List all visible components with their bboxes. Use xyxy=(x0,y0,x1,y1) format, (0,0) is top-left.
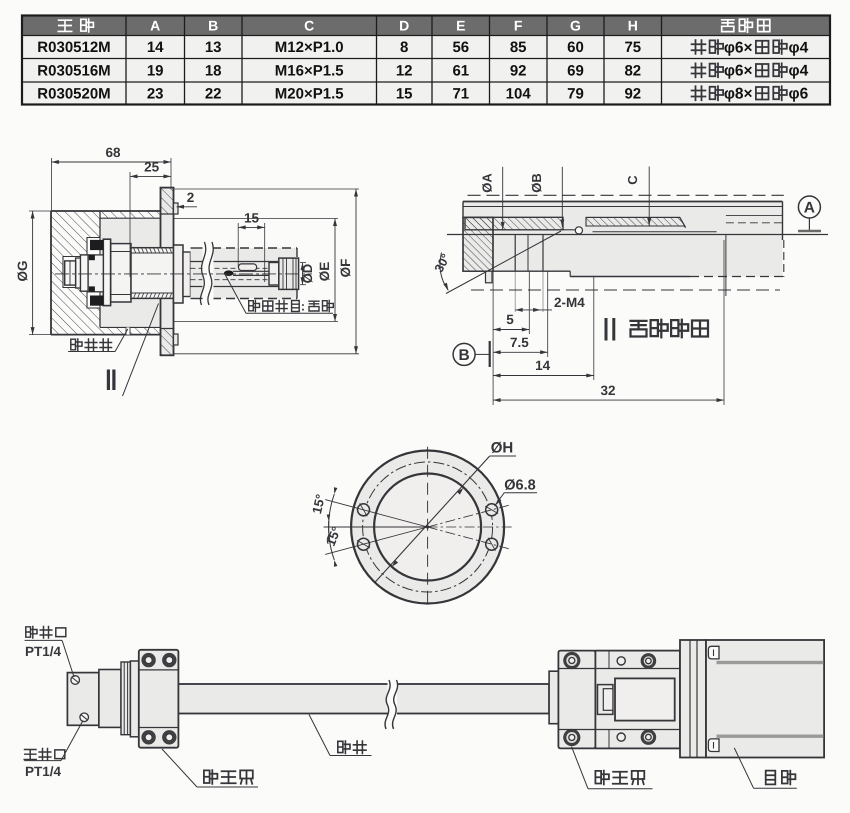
svg-text:ØF: ØF xyxy=(338,259,353,278)
svg-text:2: 2 xyxy=(187,190,195,205)
svg-text:D: D xyxy=(399,18,409,34)
svg-text:61: 61 xyxy=(452,63,469,80)
svg-text:B: B xyxy=(458,347,469,364)
svg-text:C: C xyxy=(304,18,314,34)
svg-text:25: 25 xyxy=(144,160,160,175)
svg-text:G: G xyxy=(570,18,581,34)
svg-text:85: 85 xyxy=(510,39,527,56)
svg-text:E: E xyxy=(456,18,465,34)
svg-text:ØD: ØD xyxy=(300,264,315,284)
svg-text:PT1/4: PT1/4 xyxy=(25,644,62,659)
svg-text:φ4: φ4 xyxy=(789,39,809,56)
svg-text:ØB: ØB xyxy=(529,173,544,193)
svg-text:Ø6.8: Ø6.8 xyxy=(504,478,535,494)
svg-text:75: 75 xyxy=(624,39,641,56)
svg-text:2-M4: 2-M4 xyxy=(554,295,585,310)
svg-text:13: 13 xyxy=(205,39,222,56)
svg-text:φ6×: φ6× xyxy=(724,63,753,80)
svg-text:15: 15 xyxy=(244,211,260,226)
svg-text:φ4: φ4 xyxy=(789,63,809,80)
svg-text:82: 82 xyxy=(624,63,641,80)
svg-text:ØE: ØE xyxy=(317,262,332,282)
svg-text:B: B xyxy=(208,18,218,34)
svg-text:ØH: ØH xyxy=(491,440,514,457)
svg-text:68: 68 xyxy=(105,145,121,160)
svg-text:φ6: φ6 xyxy=(789,86,809,103)
svg-text:C: C xyxy=(625,175,640,185)
svg-text:23: 23 xyxy=(147,86,164,103)
svg-text:69: 69 xyxy=(567,63,584,80)
svg-text:14: 14 xyxy=(147,39,164,56)
svg-text:R030520M: R030520M xyxy=(37,86,110,103)
svg-text:7.5: 7.5 xyxy=(510,335,529,350)
svg-text:F: F xyxy=(514,18,523,34)
svg-text:15°: 15° xyxy=(309,493,328,516)
svg-text:92: 92 xyxy=(510,63,527,80)
svg-text:18: 18 xyxy=(205,63,222,80)
svg-text:A: A xyxy=(150,18,160,34)
svg-text:M20×P1.5: M20×P1.5 xyxy=(275,86,344,103)
svg-text:104: 104 xyxy=(506,86,532,103)
svg-text:R030512M: R030512M xyxy=(37,39,110,56)
svg-text:15°: 15° xyxy=(323,524,344,548)
svg-text:14: 14 xyxy=(535,358,551,373)
svg-text:15: 15 xyxy=(396,86,413,103)
svg-text:22: 22 xyxy=(205,86,222,103)
svg-text:92: 92 xyxy=(624,86,641,103)
svg-text:ØA: ØA xyxy=(479,173,494,193)
svg-text:56: 56 xyxy=(452,39,469,56)
svg-text:12: 12 xyxy=(396,63,413,80)
svg-text:5: 5 xyxy=(506,312,514,327)
svg-text:ØG: ØG xyxy=(15,260,30,281)
svg-text::: : xyxy=(301,300,305,314)
svg-text:19: 19 xyxy=(147,63,164,80)
svg-text:PT1/4: PT1/4 xyxy=(25,764,62,779)
svg-text:M16×P1.5: M16×P1.5 xyxy=(275,63,344,80)
svg-text:R030516M: R030516M xyxy=(37,63,110,80)
svg-text:A: A xyxy=(804,200,815,217)
svg-text:φ6×: φ6× xyxy=(724,39,753,56)
svg-text:8: 8 xyxy=(400,39,408,56)
svg-text:60: 60 xyxy=(567,39,584,56)
svg-text:32: 32 xyxy=(600,383,615,398)
svg-text:71: 71 xyxy=(452,86,469,103)
svg-text:79: 79 xyxy=(567,86,584,103)
svg-text:H: H xyxy=(628,18,638,34)
svg-text:M12×P1.0: M12×P1.0 xyxy=(275,39,344,56)
svg-text:φ8×: φ8× xyxy=(724,86,753,103)
